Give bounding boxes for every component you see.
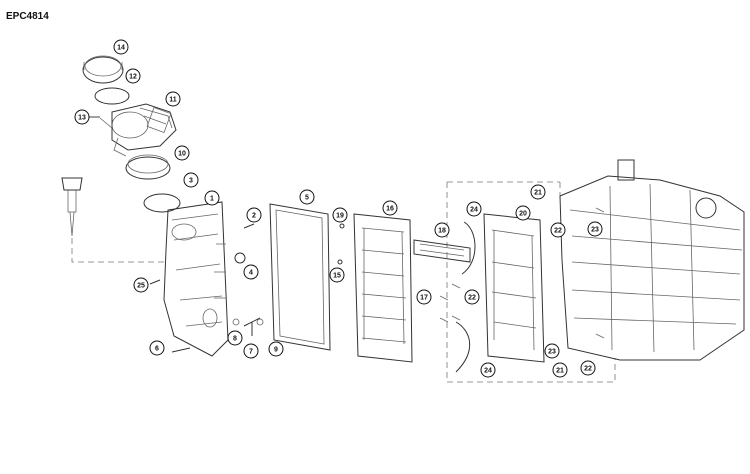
callout-5: 5 <box>299 189 315 205</box>
callout-11: 11 <box>165 91 181 107</box>
svg-text:15: 15 <box>333 273 341 280</box>
callout-8: 8 <box>227 330 243 346</box>
callout-25: 25 <box>133 277 149 293</box>
svg-text:1: 1 <box>210 196 214 203</box>
svg-text:21: 21 <box>534 190 542 197</box>
svg-text:12: 12 <box>129 74 137 81</box>
callout-9: 9 <box>268 341 284 357</box>
svg-text:21: 21 <box>556 368 564 375</box>
callout-1: 1 <box>204 190 220 206</box>
svg-text:16: 16 <box>386 206 394 213</box>
svg-text:20: 20 <box>519 211 527 218</box>
callout-6: 6 <box>149 340 165 356</box>
intake-manifold <box>163 201 229 357</box>
callout-24-bottom: 24 <box>480 362 496 378</box>
svg-text:13: 13 <box>78 115 86 122</box>
svg-text:22: 22 <box>554 228 562 235</box>
svg-text:3: 3 <box>189 178 193 185</box>
gasket-5 <box>269 203 331 351</box>
callout-3: 3 <box>183 172 199 188</box>
callout-12: 12 <box>125 68 141 84</box>
callout-22-top: 22 <box>550 222 566 238</box>
svg-text:25: 25 <box>137 283 145 290</box>
svg-text:24: 24 <box>470 207 478 214</box>
callout-23-top: 23 <box>587 221 603 237</box>
sensor-probe <box>61 177 83 237</box>
callout-22-bottom: 22 <box>580 360 596 376</box>
svg-text:22: 22 <box>468 295 476 302</box>
svg-text:2: 2 <box>252 213 256 220</box>
callout-17: 17 <box>416 289 432 305</box>
svg-text:23: 23 <box>591 227 599 234</box>
svg-text:23: 23 <box>548 349 556 356</box>
svg-text:7: 7 <box>249 349 253 356</box>
svg-text:6: 6 <box>155 346 159 353</box>
svg-text:11: 11 <box>169 97 177 104</box>
callout-2: 2 <box>246 207 262 223</box>
callout-15: 15 <box>329 267 345 283</box>
svg-text:19: 19 <box>336 213 344 220</box>
callout-4: 4 <box>243 264 259 280</box>
callout-10: 10 <box>174 145 190 161</box>
svg-text:9: 9 <box>274 347 278 354</box>
reed-plate-16 <box>337 213 413 363</box>
callout-13: 13 <box>74 109 100 125</box>
callout-7: 7 <box>243 343 259 359</box>
valve-and-hoses <box>413 221 476 373</box>
callout-20: 20 <box>515 205 531 221</box>
fasteners-left <box>149 223 264 353</box>
svg-text:8: 8 <box>233 336 237 343</box>
svg-text:24: 24 <box>484 368 492 375</box>
callout-22-mid: 22 <box>464 289 480 305</box>
svg-text:14: 14 <box>117 45 125 52</box>
svg-text:4: 4 <box>249 270 253 277</box>
gasket-20 <box>483 213 545 363</box>
callout-18: 18 <box>434 222 450 238</box>
diagram-code: EPC4814 <box>6 11 49 22</box>
callout-14: 14 <box>113 39 129 55</box>
svg-text:10: 10 <box>178 151 186 158</box>
svg-text:18: 18 <box>438 228 446 235</box>
engine-block <box>559 159 745 361</box>
callout-21-top: 21 <box>530 184 546 200</box>
svg-text:17: 17 <box>420 295 428 302</box>
callout-21-bottom: 21 <box>552 362 568 378</box>
svg-text:22: 22 <box>584 366 592 373</box>
svg-text:5: 5 <box>305 195 309 202</box>
callout-24-top: 24 <box>466 201 482 217</box>
leader-box-right <box>446 181 616 383</box>
leader-line-left <box>71 238 168 263</box>
callout-19: 19 <box>332 207 348 223</box>
throttle-body-assembly <box>82 55 177 157</box>
seal-rings <box>125 154 181 213</box>
callout-16: 16 <box>382 200 398 216</box>
callout-23-bottom: 23 <box>544 343 560 359</box>
